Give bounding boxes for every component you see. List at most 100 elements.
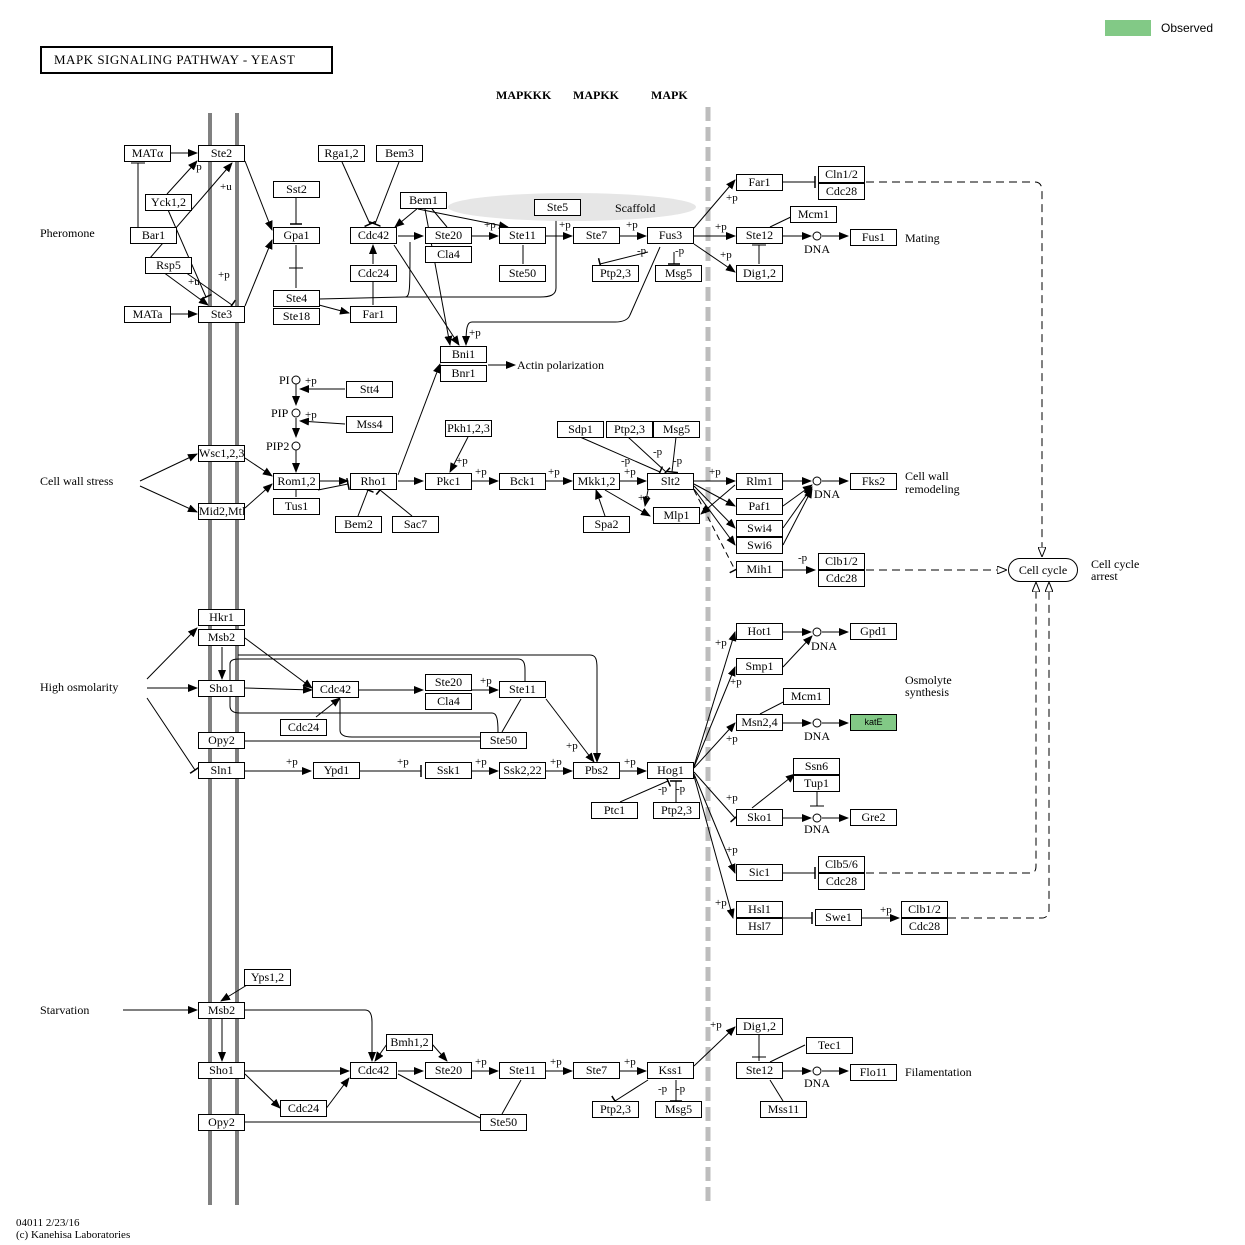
node-cla4[interactable]: Cla4 (425, 246, 472, 263)
node-gpa1[interactable]: Gpa1 (273, 227, 320, 244)
node-mih1[interactable]: Mih1 (736, 561, 783, 578)
node-opy2[interactable]: Opy2 (198, 732, 245, 749)
node-ste18[interactable]: Ste18 (273, 308, 320, 325)
node-ptp23[interactable]: Ptp2,3 (606, 421, 653, 438)
node-bem2[interactable]: Bem2 (335, 516, 382, 533)
node-ste11[interactable]: Ste11 (499, 681, 546, 698)
node-msb2[interactable]: Msb2 (198, 629, 245, 646)
node-cdc24[interactable]: Cdc24 (350, 265, 397, 282)
node-mss11[interactable]: Mss11 (760, 1101, 807, 1118)
node-bni1[interactable]: Bni1 (440, 346, 487, 363)
node-cln12[interactable]: Cln1/2 (818, 166, 865, 183)
node-slt2[interactable]: Slt2 (647, 473, 694, 490)
node-bmh12[interactable]: Bmh1,2 (386, 1034, 433, 1051)
node-tus1[interactable]: Tus1 (273, 498, 320, 515)
node-clb56[interactable]: Clb5/6 (818, 856, 865, 873)
node-far1[interactable]: Far1 (736, 174, 783, 191)
node-sac7[interactable]: Sac7 (392, 516, 439, 533)
node-paf1[interactable]: Paf1 (736, 498, 783, 515)
node-msg5[interactable]: Msg5 (655, 1101, 702, 1118)
node-rga12[interactable]: Rga1,2 (318, 145, 365, 162)
node-ste2[interactable]: Ste2 (198, 145, 245, 162)
node-ste4[interactable]: Ste4 (273, 290, 320, 307)
node-hkr1[interactable]: Hkr1 (198, 609, 245, 626)
node-sic1[interactable]: Sic1 (736, 864, 783, 881)
node-mss4[interactable]: Mss4 (346, 416, 393, 433)
node-ste12[interactable]: Ste12 (736, 227, 783, 244)
node-mata[interactable]: MATa (124, 306, 171, 323)
node-ste11[interactable]: Ste11 (499, 227, 546, 244)
node-sdp1[interactable]: Sdp1 (557, 421, 604, 438)
node-ptp23[interactable]: Ptp2,3 (592, 265, 639, 282)
node-ste7[interactable]: Ste7 (573, 1062, 620, 1079)
node-msg5[interactable]: Msg5 (655, 265, 702, 282)
node-ste20[interactable]: Ste20 (425, 674, 472, 691)
node-rom12[interactable]: Rom1,2 (273, 473, 320, 490)
node-ptc1[interactable]: Ptc1 (591, 802, 638, 819)
node-cdc28[interactable]: Cdc28 (818, 570, 865, 587)
node-msb2[interactable]: Msb2 (198, 1002, 245, 1019)
node-msg5[interactable]: Msg5 (653, 421, 700, 438)
node-opy2[interactable]: Opy2 (198, 1114, 245, 1131)
node-mata-alpha[interactable]: MATα (124, 145, 171, 162)
node-mid2mtl[interactable]: Mid2,Mtl (198, 503, 245, 520)
node-gpd1[interactable]: Gpd1 (850, 623, 897, 640)
node-mkk12[interactable]: Mkk1,2 (573, 473, 620, 490)
node-ptp23[interactable]: Ptp2,3 (653, 802, 700, 819)
node-ypd1[interactable]: Ypd1 (313, 762, 360, 779)
node-mcm1[interactable]: Mcm1 (783, 688, 830, 705)
node-pkh123[interactable]: Pkh1,2,3 (445, 420, 492, 437)
node-cdc28[interactable]: Cdc28 (901, 918, 948, 935)
node-pkc1[interactable]: Pkc1 (425, 473, 472, 490)
node-sho1[interactable]: Sho1 (198, 1062, 245, 1079)
node-wsc123[interactable]: Wsc1,2,3 (198, 445, 245, 462)
node-kss1[interactable]: Kss1 (647, 1062, 694, 1079)
node-sho1[interactable]: Sho1 (198, 680, 245, 697)
node-yps12[interactable]: Yps1,2 (244, 969, 291, 986)
node-cdc28[interactable]: Cdc28 (818, 183, 865, 200)
node-gre2[interactable]: Gre2 (850, 809, 897, 826)
node-cdc42[interactable]: Cdc42 (350, 1062, 397, 1079)
node-pbs2[interactable]: Pbs2 (573, 762, 620, 779)
node-ste20[interactable]: Ste20 (425, 227, 472, 244)
node-rho1[interactable]: Rho1 (350, 473, 397, 490)
node-bem3[interactable]: Bem3 (376, 145, 423, 162)
node-bar1[interactable]: Bar1 (130, 227, 177, 244)
node-ste50[interactable]: Ste50 (480, 1114, 527, 1131)
node-msn24[interactable]: Msn2,4 (736, 714, 783, 731)
node-swi6[interactable]: Swi6 (736, 537, 783, 554)
node-ptp23[interactable]: Ptp2,3 (592, 1101, 639, 1118)
node-sko1[interactable]: Sko1 (736, 809, 783, 826)
node-ssk222[interactable]: Ssk2,22 (499, 762, 546, 779)
node-hog1[interactable]: Hog1 (647, 762, 694, 779)
node-cdc42[interactable]: Cdc42 (312, 681, 359, 698)
node-cdc24[interactable]: Cdc24 (280, 1100, 327, 1117)
node-sln1[interactable]: Sln1 (198, 762, 245, 779)
node-ssn6[interactable]: Ssn6 (793, 758, 840, 775)
node-kate[interactable]: katE (850, 714, 897, 731)
node-hot1[interactable]: Hot1 (736, 623, 783, 640)
node-far1[interactable]: Far1 (350, 306, 397, 323)
node-cdc28[interactable]: Cdc28 (818, 873, 865, 890)
node-mlp1[interactable]: Mlp1 (653, 507, 700, 524)
node-ssk1[interactable]: Ssk1 (425, 762, 472, 779)
node-fus3[interactable]: Fus3 (647, 227, 694, 244)
node-bem1[interactable]: Bem1 (400, 192, 447, 209)
node-clb12[interactable]: Clb1/2 (901, 901, 948, 918)
node-ste50[interactable]: Ste50 (480, 732, 527, 749)
node-bnr1[interactable]: Bnr1 (440, 365, 487, 382)
cell-cycle-node[interactable]: Cell cycle (1008, 558, 1078, 582)
node-mcm1[interactable]: Mcm1 (790, 206, 837, 223)
node-sst2[interactable]: Sst2 (273, 181, 320, 198)
node-ste5[interactable]: Ste5 (534, 199, 581, 216)
node-flo11[interactable]: Flo11 (850, 1064, 897, 1081)
node-dig12[interactable]: Dig1,2 (736, 265, 783, 282)
node-fks2[interactable]: Fks2 (850, 473, 897, 490)
node-cdc24[interactable]: Cdc24 (280, 719, 327, 736)
node-stt4[interactable]: Stt4 (346, 381, 393, 398)
node-swi4[interactable]: Swi4 (736, 520, 783, 537)
node-clb12[interactable]: Clb1/2 (818, 553, 865, 570)
node-rsp5[interactable]: Rsp5 (145, 257, 192, 274)
node-hsl1[interactable]: Hsl1 (736, 901, 783, 918)
node-ste3[interactable]: Ste3 (198, 306, 245, 323)
